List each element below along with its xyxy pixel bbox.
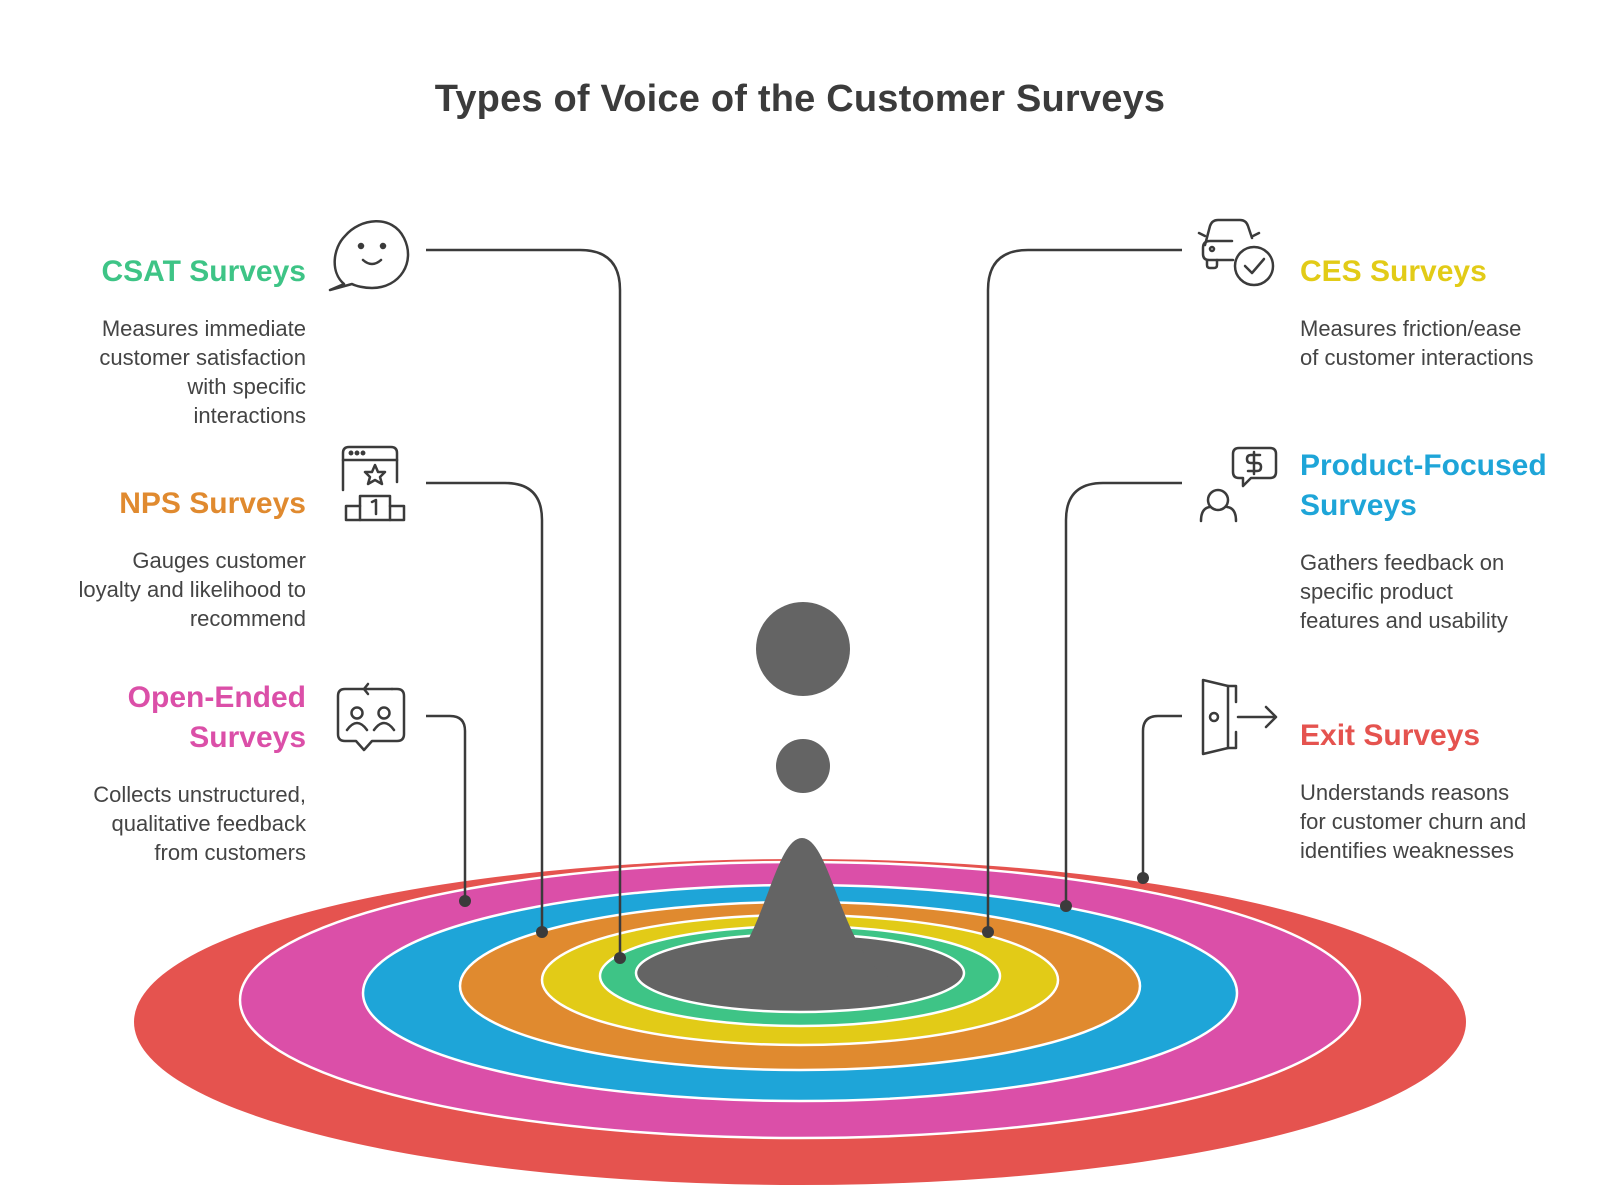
- product-block: Product-Focused Surveys Gathers feedback…: [1300, 446, 1590, 635]
- car-checkmark-icon: [1197, 218, 1275, 287]
- connector-dot-csat: [614, 952, 626, 964]
- csat-heading: CSAT Surveys: [101, 255, 306, 288]
- smiling-speech-bubble-icon: [328, 220, 410, 292]
- product-description: Gathers feedback on specific product fea…: [1300, 550, 1508, 633]
- open-ended-description: Collects unstructured, qualitative feedb…: [93, 782, 306, 865]
- connector-dot-nps: [536, 926, 548, 938]
- nps-block: NPS Surveys Gauges customer loyalty and …: [40, 484, 306, 633]
- connector-dot-open-ended: [459, 895, 471, 907]
- ces-heading: CES Surveys: [1300, 255, 1487, 288]
- open-ended-heading: Open-Ended Surveys: [127, 681, 306, 754]
- connector-dot-product: [1060, 900, 1072, 912]
- user-dollar-bubble-icon: [1199, 446, 1278, 523]
- exit-description: Understands reasons for customer churn a…: [1300, 780, 1527, 863]
- exit-heading: Exit Surveys: [1300, 719, 1481, 752]
- ces-block: CES Surveys Measures friction/ease of cu…: [1300, 252, 1590, 372]
- csat-block: CSAT Surveys Measures immediate customer…: [40, 252, 306, 430]
- connector-ces: [986, 248, 1182, 932]
- connector-product: [1064, 481, 1182, 906]
- product-heading: Product-Focused Surveys: [1300, 449, 1547, 522]
- connector-nps: [426, 481, 544, 932]
- large-drop: [756, 602, 850, 696]
- ces-description: Measures friction/ease of customer inter…: [1300, 316, 1534, 370]
- small-drop: [776, 739, 830, 793]
- people-conversation-icon: [336, 682, 406, 752]
- connector-csat: [426, 248, 622, 958]
- connector-exit: [1141, 714, 1182, 878]
- exit-door-icon: [1201, 678, 1278, 756]
- splash-peak: [700, 838, 906, 981]
- connector-dot-ces: [982, 926, 994, 938]
- exit-block: Exit Surveys Understands reasons for cus…: [1300, 716, 1590, 865]
- page-title: Types of Voice of the Customer Surveys: [434, 78, 1166, 120]
- connector-dot-exit: [1137, 872, 1149, 884]
- open-ended-block: Open-Ended Surveys Collects unstructured…: [40, 678, 306, 867]
- star-rating-podium-icon: [341, 445, 406, 522]
- nps-heading: NPS Surveys: [119, 487, 306, 520]
- connector-open-ended: [426, 714, 467, 901]
- csat-description: Measures immediate customer satisfaction…: [99, 316, 306, 428]
- nps-description: Gauges customer loyalty and likelihood t…: [78, 548, 306, 631]
